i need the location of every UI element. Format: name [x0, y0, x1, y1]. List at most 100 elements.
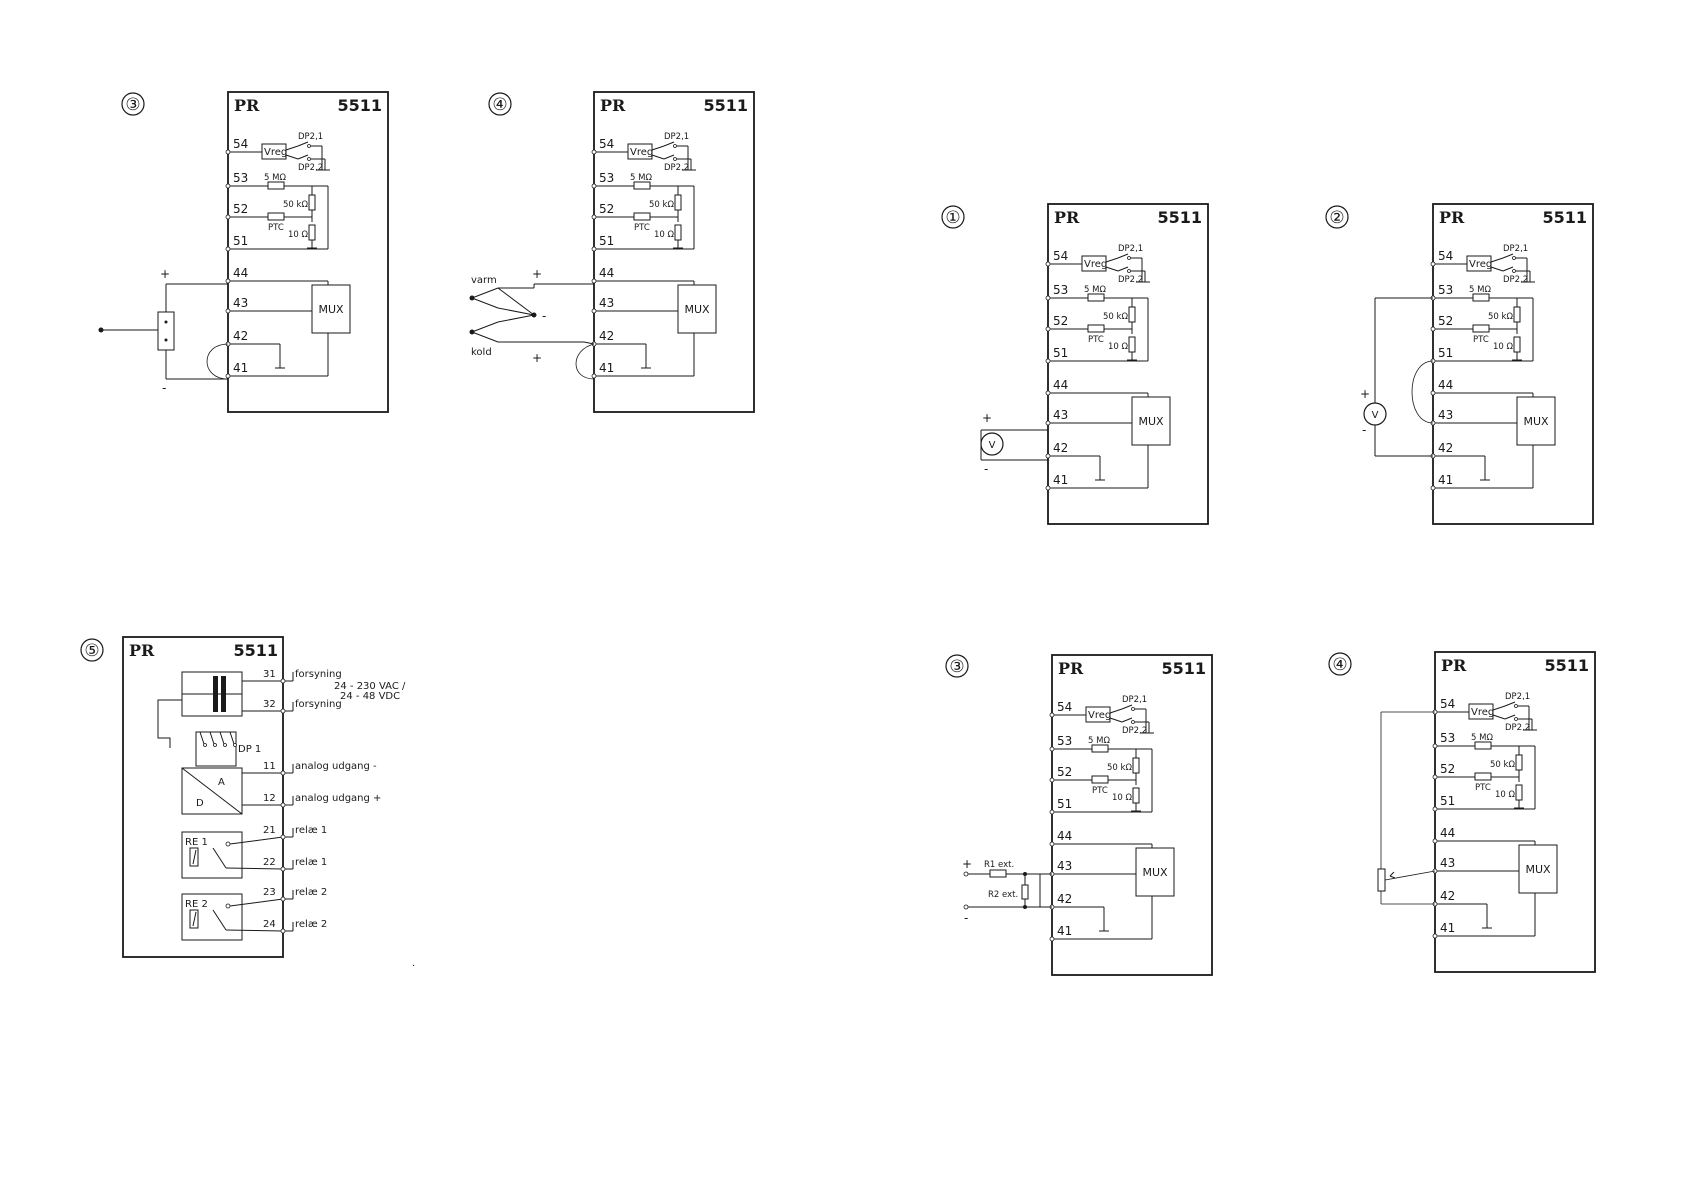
r10-label: 10 Ω [1108, 342, 1129, 352]
brand-logo: PR [1054, 208, 1080, 227]
d-label: D [196, 798, 204, 809]
terminal-32: 32 [263, 699, 276, 710]
r5m-label: 5 MΩ [264, 173, 286, 183]
r50k-label: 50 kΩ [283, 200, 308, 210]
terminal-11: 11 [263, 761, 276, 772]
terminal-54: 54 [1053, 249, 1068, 263]
label-relay2-b: relæ 2 [295, 919, 327, 930]
sign-plus: + [962, 857, 972, 871]
terminal-21: 21 [263, 825, 276, 836]
dp21-label: DP2,1 [1122, 695, 1147, 705]
dp22-label: DP2,2 [1505, 723, 1530, 733]
terminal-52: 52 [1053, 314, 1068, 328]
terminal-53: 53 [1053, 283, 1068, 297]
terminal-52: 52 [1438, 314, 1453, 328]
r10-label: 10 Ω [1112, 793, 1133, 803]
terminal-42: 42 [1440, 889, 1455, 903]
model-number: 5511 [1542, 208, 1587, 227]
model-number: 5511 [337, 96, 382, 115]
dp22-label: DP2,2 [1122, 726, 1147, 736]
terminal-51: 51 [599, 234, 614, 248]
diagram-left-4: ④ PR 5511 54 53 52 51 44 43 42 41 Vreg D… [469, 91, 755, 413]
mux-label: MUX [684, 303, 710, 316]
terminal-54: 54 [599, 137, 614, 151]
terminal-44: 44 [599, 266, 614, 280]
terminal-41: 41 [1440, 921, 1455, 935]
r2-ext-label: R2 ext. [988, 890, 1018, 900]
diagram-number: ③ [125, 95, 140, 115]
model-number: 5511 [1157, 208, 1202, 227]
label-forsyning-1: forsyning [295, 669, 342, 680]
brand-logo: PR [234, 96, 260, 115]
label-forsyning-2: forsyning [295, 699, 342, 710]
sign-plus: + [1360, 387, 1370, 401]
terminal-42: 42 [599, 329, 614, 343]
r5m-label: 5 MΩ [1469, 285, 1491, 295]
terminal-51: 51 [1438, 346, 1453, 360]
terminal-52: 52 [233, 202, 248, 216]
r5m-label: 5 MΩ [630, 173, 652, 183]
label-relay1-b: relæ 1 [295, 857, 327, 868]
label-relay2-a: relæ 2 [295, 887, 327, 898]
diagram-number: ① [945, 208, 960, 228]
terminal-43: 43 [1438, 408, 1453, 422]
terminal-41: 41 [1438, 473, 1453, 487]
terminal-43: 43 [599, 296, 614, 310]
terminal-54: 54 [233, 137, 248, 151]
ptc-label: PTC [634, 223, 650, 233]
terminal-51: 51 [1057, 797, 1072, 811]
kold-label: kold [471, 347, 492, 358]
terminal-44: 44 [1438, 378, 1453, 392]
terminal-42: 42 [1057, 892, 1072, 906]
model-number: 5511 [233, 641, 278, 660]
diagram-number: ② [1329, 208, 1344, 228]
terminal-42: 42 [233, 329, 248, 343]
stray-mark: . [412, 958, 415, 969]
vreg-label: Vreg [1084, 259, 1107, 270]
terminal-44: 44 [1440, 826, 1455, 840]
relay1-label: RE 1 [185, 837, 208, 848]
terminal-42: 42 [1438, 441, 1453, 455]
mux-label: MUX [1525, 863, 1551, 876]
r10-label: 10 Ω [1495, 790, 1516, 800]
label-analog-plus: analog udgang + [295, 793, 381, 804]
vreg-label: Vreg [1471, 707, 1494, 718]
terminal-41: 41 [233, 361, 248, 375]
a-label: A [218, 777, 225, 788]
r10-label: 10 Ω [654, 230, 675, 240]
diagram-right-4: ④ PR 5511 54 53 52 51 44 43 42 41 Vreg D… [1328, 651, 1596, 973]
sign-minus: - [542, 309, 546, 323]
dp21-label: DP2,1 [1118, 244, 1143, 254]
model-number: 5511 [1161, 659, 1206, 678]
terminal-54: 54 [1057, 700, 1072, 714]
terminal-52: 52 [599, 202, 614, 216]
terminal-53: 53 [1440, 731, 1455, 745]
dp22-label: DP2,2 [298, 163, 323, 173]
terminal-43: 43 [1440, 856, 1455, 870]
terminal-53: 53 [599, 171, 614, 185]
diagram-left-3: ③ PR 5511 54 53 52 51 44 43 42 41 Vreg D… [98, 91, 389, 413]
sign-minus: - [1362, 423, 1366, 437]
label-relay1-a: relæ 1 [295, 825, 327, 836]
r5m-label: 5 MΩ [1088, 736, 1110, 746]
terminal-53: 53 [1057, 734, 1072, 748]
r5m-label: 5 MΩ [1471, 733, 1493, 743]
sign-plus: + [532, 267, 542, 281]
vreg-label: Vreg [264, 147, 287, 158]
terminal-43: 43 [1057, 859, 1072, 873]
r50k-label: 50 kΩ [1490, 760, 1515, 770]
ptc-label: PTC [1092, 786, 1108, 796]
dp21-label: DP2,1 [1503, 244, 1528, 254]
brand-logo: PR [129, 641, 155, 660]
voltage-line-2: 24 - 48 VDC [340, 691, 400, 702]
terminal-23: 23 [263, 887, 276, 898]
diagram-number: ③ [949, 657, 964, 677]
mux-label: MUX [1138, 415, 1164, 428]
model-number: 5511 [1544, 656, 1589, 675]
terminal-51: 51 [1053, 346, 1068, 360]
sign-plus: + [982, 411, 992, 425]
dp21-label: DP2,1 [1505, 692, 1530, 702]
sign-minus: - [984, 462, 988, 476]
r10-label: 10 Ω [1493, 342, 1514, 352]
